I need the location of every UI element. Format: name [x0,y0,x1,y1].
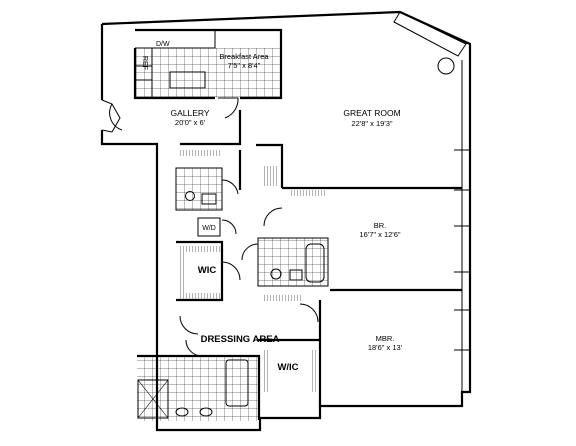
balcony-column [393,11,467,57]
mbr-name: MBR. [376,334,395,343]
kitchen-wall [133,28,283,100]
bath1-tile-floor [176,168,222,210]
closet-hatch-wic-right2 [312,350,318,392]
shower-diagonal [137,379,169,419]
kitchen-range [169,71,206,89]
great-room-dim: 22'8" x 19'3" [351,119,392,128]
dressing-area-label: DRESSING AREA [201,334,280,345]
bath2-tile-floor [258,238,328,286]
breakfast-area-name: Breakfast Area [219,52,269,61]
closet-hatch-gallery [180,150,222,156]
ref-label: REF [141,56,148,70]
wic-left-wall [176,240,224,302]
sink-2 [289,269,303,281]
closet-hatch-bath2 [262,295,302,301]
closet-hatch-wic-left [178,252,184,293]
kitchen-tile-floor [136,48,281,98]
great-room-name: GREAT ROOM [343,108,400,118]
master-shower [137,379,169,419]
master-bath-tile-floor [137,357,259,421]
mbr-wall [258,300,322,406]
door-wic [221,261,241,281]
wd-closet [197,217,221,237]
dw-label: D/W [156,41,170,48]
entry-recess [101,99,121,133]
br-dim: 16'7" x 12'6" [359,230,400,239]
wd-label: W/D [202,225,216,232]
door-master-bath [185,339,203,357]
closet-hatch-br [290,190,326,196]
door-bath1 [221,179,239,195]
door-br [263,207,283,227]
bath2-wall [257,237,329,287]
kitchen-counter [135,30,216,98]
stair-hatch [262,166,278,186]
master-tub [225,359,249,407]
door-mbr [299,303,319,323]
closet-hatch-wic-bottom [178,293,220,299]
bathtub-2 [305,243,325,283]
gallery-wall [180,110,242,190]
sink-1 [201,193,217,205]
sink-master-2 [199,407,213,417]
window-wall-right [454,60,470,392]
br-wall [256,143,462,190]
door-bath2 [241,243,259,261]
door-entry [109,103,123,131]
column-round [437,57,455,75]
door-dressing [179,315,199,335]
gallery-name: GALLERY [170,108,209,118]
wic-left-label: WIC [198,265,217,276]
breakfast-area-dim: 7'5" x 8'4" [228,61,261,70]
gallery-dim: 20'0" x 6' [175,118,206,127]
toilet-1 [185,191,195,201]
wic-right-label: W/IC [277,362,298,373]
door-wd [221,219,237,235]
door-kitchen [218,97,239,119]
sink-master-1 [175,407,189,417]
closet-hatch-wic-top [178,246,220,252]
master-bath-wall [137,354,261,420]
closet-hatch-wic-right [262,350,268,392]
mbr-dim: 18'6" x 13' [368,343,403,352]
toilet-2 [270,268,282,280]
br-name: BR. [374,221,387,230]
exterior-wall [100,10,472,432]
bath1-wall [175,167,223,211]
